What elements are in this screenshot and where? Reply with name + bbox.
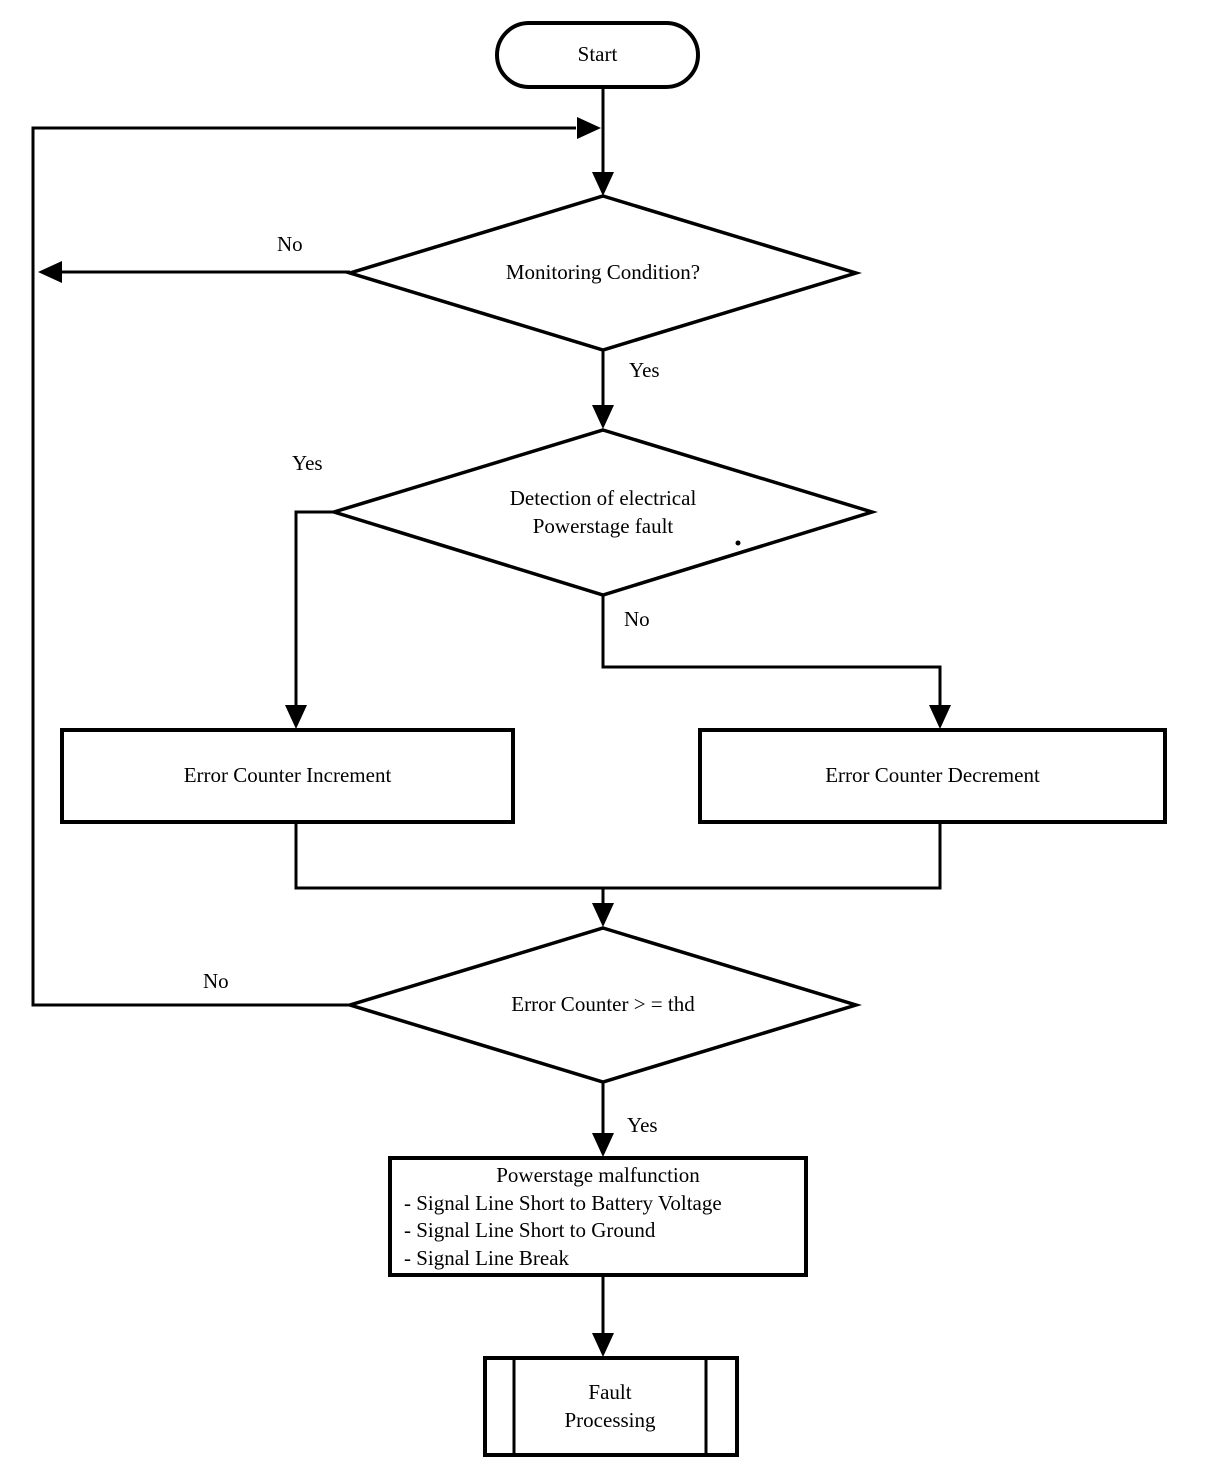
detection-decision-label: Detection of electrical Powerstage fault (334, 430, 872, 595)
edge-label-detection-no: No (624, 607, 650, 631)
decrement-process-shape (698, 728, 1167, 824)
detection-label-line2: Powerstage fault (532, 513, 674, 538)
decrement-label-text: Error Counter Decrement (825, 763, 1040, 788)
malfunction-process-shape (388, 1156, 808, 1277)
increment-process-label: Error Counter Increment (62, 730, 513, 822)
malfunction-item-1: - Signal Line Short to Battery Voltage (404, 1190, 722, 1215)
start-node-shape (495, 21, 700, 89)
threshold-label-text: Error Counter > = thd (511, 992, 695, 1017)
malfunction-item-3: - Signal Line Break (404, 1245, 570, 1270)
edge-label-monitoring-no: No (277, 232, 303, 256)
edge-label-threshold-no: No (203, 969, 229, 993)
increment-label-text: Error Counter Increment (183, 763, 392, 788)
fault-label-line1: Fault (588, 1379, 632, 1404)
connector-return-rail (31, 126, 576, 1007)
start-node-label: Start (497, 23, 698, 87)
fault-label-line2: Processing (564, 1407, 656, 1432)
start-label-text: Start (577, 42, 618, 67)
connector-detection-yes (294, 510, 334, 720)
fault-node-label: Fault Processing (514, 1358, 706, 1455)
arrowhead-into-monitoring (592, 172, 614, 196)
connector-merge (294, 822, 942, 890)
edge-label-detection-yes: Yes (292, 451, 323, 475)
increment-process-shape (60, 728, 515, 824)
connector-detection-no (601, 595, 942, 720)
arrowhead-into-increment (285, 705, 307, 729)
monitoring-label-text: Monitoring Condition? (505, 260, 701, 285)
decrement-process-label: Error Counter Decrement (700, 730, 1165, 822)
arrowhead-into-detection (592, 405, 614, 429)
malfunction-title: Powerstage malfunction (496, 1163, 700, 1188)
threshold-decision-label: Error Counter > = thd (350, 928, 856, 1082)
edge-label-threshold-yes: Yes (627, 1113, 658, 1137)
malfunction-item-2: - Signal Line Short to Ground (404, 1218, 656, 1243)
edge-label-monitoring-yes: Yes (629, 358, 660, 382)
fault-predefined-shape (483, 1356, 739, 1457)
arrowhead-into-threshold (592, 903, 614, 927)
arrowhead-into-malfunction (592, 1133, 614, 1157)
stray-dot (735, 540, 741, 546)
arrowhead-monitoring-no (38, 261, 62, 283)
arrowhead-into-fault (592, 1333, 614, 1357)
arrowhead-into-decrement (929, 705, 951, 729)
monitoring-decision-label: Monitoring Condition? (350, 196, 856, 350)
malfunction-process-label: Powerstage malfunction - Signal Line Sho… (394, 1160, 802, 1273)
arrowhead-into-main-line (577, 117, 601, 139)
detection-label-line1: Detection of electrical (509, 485, 697, 510)
